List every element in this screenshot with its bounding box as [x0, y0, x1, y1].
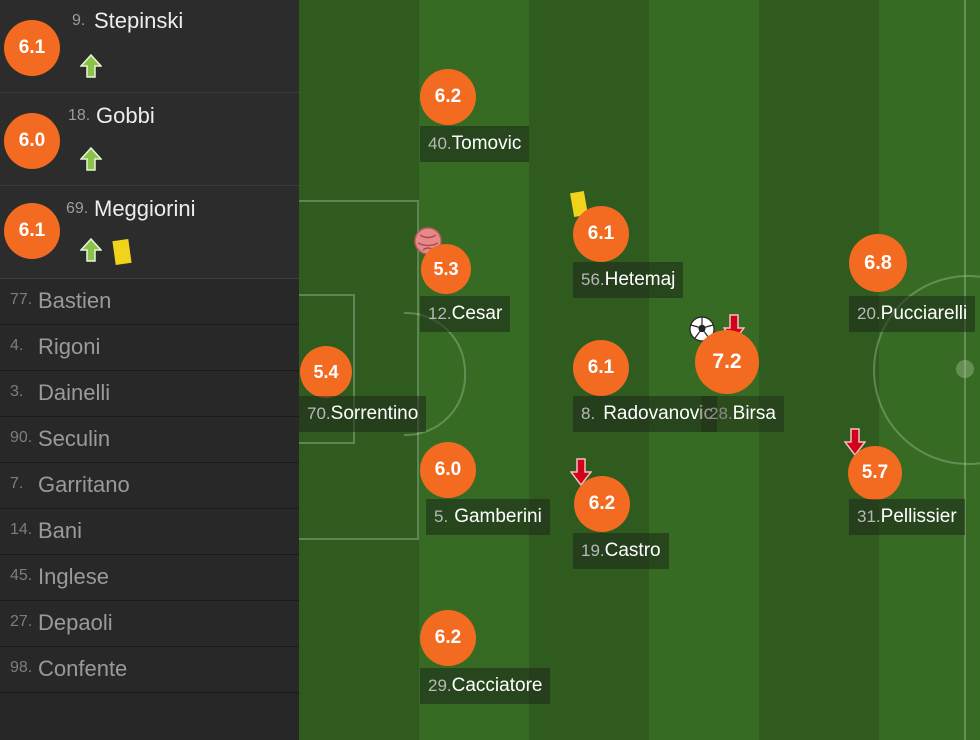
player-name: Dainelli	[38, 380, 111, 405]
substitutes-panel: 6.1 9. Stepinski 6.0 18. Gobbi 6.1 69. M…	[0, 0, 299, 740]
substitute-row[interactable]: 6.1 9. Stepinski	[0, 0, 299, 93]
player-name: Garritano	[38, 472, 130, 497]
shirt-number: 4.	[10, 337, 24, 354]
shirt-number: 45.	[10, 567, 33, 584]
shirt-number: 18.	[68, 107, 91, 124]
player-name: Bastien	[38, 288, 112, 313]
player-name: Rigoni	[38, 334, 101, 359]
bench-player-row[interactable]: 77. Bastien	[0, 279, 299, 325]
shirt-number: 70.	[307, 404, 331, 423]
rating-badge: 6.1	[4, 20, 60, 76]
rating-badge: 6.1	[4, 203, 60, 259]
shirt-number: 29.	[428, 676, 452, 695]
bench-player-row[interactable]: 7. Garritano	[0, 463, 299, 509]
rating-badge: 6.1	[573, 206, 629, 262]
substitute-row[interactable]: 6.1 69. Meggiorini	[0, 186, 299, 279]
player-name: Cacciatore	[451, 675, 543, 696]
player-label[interactable]: 28.Birsa	[701, 396, 784, 432]
player-name: Meggiorini	[94, 196, 196, 221]
center-spot	[956, 360, 974, 378]
player-name: Cesar	[451, 303, 503, 324]
shirt-number: 98.	[10, 659, 33, 676]
shirt-number: 77.	[10, 291, 33, 308]
player-label[interactable]: 8. Radovanovic	[573, 396, 717, 432]
rating-badge: 6.2	[420, 610, 476, 666]
player-label[interactable]: 20.Pucciarelli	[849, 296, 976, 332]
bench-player-row[interactable]: 27. Depaoli	[0, 601, 299, 647]
player-name: Hetemaj	[604, 269, 676, 290]
bench-player-row[interactable]: 98. Confente	[0, 647, 299, 693]
bench-player-row[interactable]: 14. Bani	[0, 509, 299, 555]
shirt-number: 8.	[581, 404, 596, 423]
player-name: Tomovic	[451, 133, 522, 154]
rating-badge: 5.7	[848, 446, 902, 500]
shirt-number: 20.	[857, 304, 881, 323]
player-name: Birsa	[732, 403, 776, 424]
rating-badge: 5.4	[300, 346, 352, 398]
pitch: 5.4 70.Sorrentino 6.2 40.Tomovic 5.3 12.…	[299, 0, 980, 740]
player-label[interactable]: 29.Cacciatore	[420, 668, 551, 704]
player-name: Seculin	[38, 426, 111, 451]
bench-player-row[interactable]: 90. Seculin	[0, 417, 299, 463]
shirt-number: 28.	[709, 404, 733, 423]
player-label[interactable]: 19.Castro	[573, 533, 669, 569]
green-up-arrow-icon	[80, 238, 102, 262]
shirt-number: 12.	[428, 304, 452, 323]
shirt-number: 3.	[10, 383, 24, 400]
shirt-number: 69.	[66, 200, 89, 217]
player-label[interactable]: 12.Cesar	[420, 296, 511, 332]
player-label[interactable]: 70.Sorrentino	[299, 396, 427, 432]
player-name: Pucciarelli	[880, 303, 968, 324]
shirt-number: 27.	[10, 613, 33, 630]
player-name: Castro	[604, 540, 661, 561]
player-label[interactable]: 56.Hetemaj	[573, 262, 684, 298]
yellow-card-icon	[112, 239, 132, 265]
shirt-number: 90.	[10, 429, 33, 446]
rating-badge: 7.2	[695, 330, 759, 394]
player-label[interactable]: 5. Gamberini	[426, 499, 550, 535]
player-name: Depaoli	[38, 610, 113, 635]
shirt-number: 31.	[857, 507, 881, 526]
shirt-number: 14.	[10, 521, 33, 538]
player-name: Gobbi	[96, 103, 155, 128]
player-name: Pellissier	[880, 506, 957, 527]
player-name: Confente	[38, 656, 128, 681]
green-up-arrow-icon	[80, 147, 102, 171]
bench-player-row[interactable]: 45. Inglese	[0, 555, 299, 601]
rating-badge: 6.0	[420, 442, 476, 498]
substitute-row[interactable]: 6.0 18. Gobbi	[0, 93, 299, 186]
shirt-number: 19.	[581, 541, 605, 560]
green-up-arrow-icon	[80, 54, 102, 78]
rating-badge: 6.0	[4, 113, 60, 169]
player-name: Inglese	[38, 564, 109, 589]
rating-badge: 6.2	[420, 69, 476, 125]
player-label[interactable]: 40.Tomovic	[420, 126, 530, 162]
bench-player-row[interactable]: 4. Rigoni	[0, 325, 299, 371]
player-name: Gamberini	[454, 506, 542, 527]
goal-area	[299, 294, 355, 444]
shirt-number: 5.	[434, 507, 449, 526]
bench-player-row[interactable]: 3. Dainelli	[0, 371, 299, 417]
red-down-arrow-icon	[570, 458, 592, 486]
player-label[interactable]: 31.Pellissier	[849, 499, 965, 535]
player-name: Sorrentino	[330, 403, 419, 424]
shirt-number: 9.	[72, 12, 86, 29]
rating-badge: 5.3	[421, 244, 471, 294]
shirt-number: 56.	[581, 270, 605, 289]
shirt-number: 40.	[428, 134, 452, 153]
rating-badge: 6.8	[849, 234, 907, 292]
player-name: Radovanovic	[603, 403, 714, 424]
rating-badge: 6.1	[573, 340, 629, 396]
rating-badge: 6.2	[574, 476, 630, 532]
player-name: Bani	[38, 518, 83, 543]
shirt-number: 7.	[10, 475, 24, 492]
red-down-arrow-icon	[844, 428, 866, 456]
player-name: Stepinski	[94, 8, 184, 33]
